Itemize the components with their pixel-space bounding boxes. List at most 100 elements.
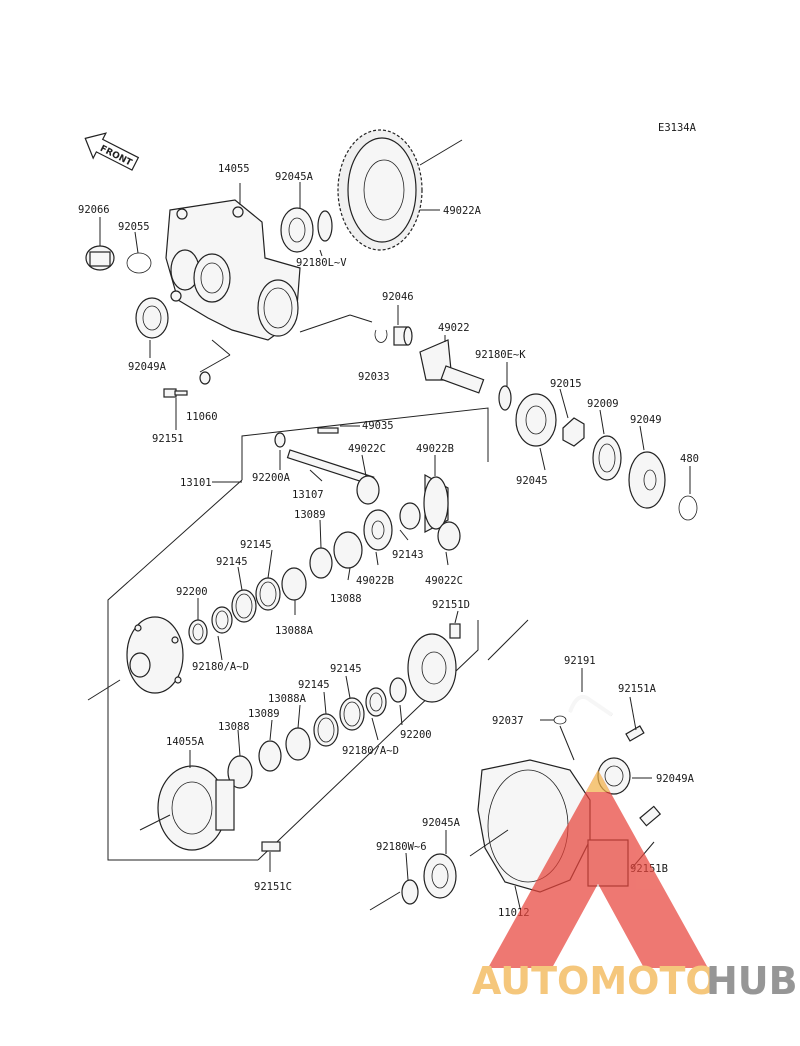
side-gear-49022b-top xyxy=(423,473,449,533)
bolt-92151d xyxy=(449,623,461,639)
label-92046: 92046 xyxy=(382,291,414,303)
label-49022b-mid: 49022B xyxy=(356,575,394,587)
washer-13089-top xyxy=(309,547,333,579)
automotohub-watermark: AUTOMOTO HUB xyxy=(472,770,798,1003)
label-92180ad-right: 92180/A~D xyxy=(342,745,399,757)
bolt-92151 xyxy=(163,388,188,398)
diagram-ref-code: E3134A xyxy=(658,122,697,134)
label-92037: 92037 xyxy=(492,715,524,727)
label-49022: 49022 xyxy=(438,322,470,334)
clamp-92037 xyxy=(553,715,567,725)
breather-hose-92191 xyxy=(568,695,614,717)
plate-13088a-low xyxy=(285,727,311,761)
circlip-92033 xyxy=(374,329,388,343)
bolt-92151a xyxy=(625,725,645,742)
needle-bearing-92046 xyxy=(393,326,413,346)
shim-92200-left xyxy=(188,619,208,645)
bolt-92151c xyxy=(261,841,281,852)
top-leader-lines xyxy=(99,139,691,494)
diff-case-left xyxy=(126,616,184,694)
label-49035: 49035 xyxy=(362,420,394,432)
label-11060: 11060 xyxy=(186,411,218,423)
ring-gear-49022a xyxy=(337,129,423,251)
label-92055: 92055 xyxy=(118,221,150,233)
shim-92200-right xyxy=(389,677,407,703)
part-labels: 14055 92045A 49022A 92066 92055 92180L~V… xyxy=(78,163,699,919)
label-92049a-bot: 92049A xyxy=(656,773,695,785)
watermark-text-hub: HUB xyxy=(706,959,798,1003)
label-92049: 92049 xyxy=(630,414,662,426)
label-13088a-low: 13088A xyxy=(268,693,307,705)
shim-92180ad-right xyxy=(365,687,387,717)
gear-case-housing xyxy=(165,199,301,341)
label-13101: 13101 xyxy=(180,477,212,489)
ring-92145-a xyxy=(255,577,281,611)
label-92151a: 92151A xyxy=(618,683,657,695)
diff-case-right xyxy=(407,633,457,703)
label-13088-low: 13088 xyxy=(218,721,250,733)
label-92033: 92033 xyxy=(358,371,390,383)
label-49022b-top: 49022B xyxy=(416,443,454,455)
label-49022a: 49022A xyxy=(443,205,482,217)
label-92151: 92151 xyxy=(152,433,184,445)
label-13089-low: 13089 xyxy=(248,708,280,720)
oil-seal-92049 xyxy=(628,451,666,509)
washer-13089-low xyxy=(258,740,282,772)
ring-92145-c xyxy=(339,697,365,731)
label-49022c-mid: 49022C xyxy=(425,575,463,587)
spacer-92143 xyxy=(399,502,421,530)
housing-14055a xyxy=(157,765,235,851)
label-92200a: 92200A xyxy=(252,472,291,484)
middle-leader-lines xyxy=(139,425,459,872)
label-92180w: 92180W~6 xyxy=(376,841,427,853)
shim-92180ad-left xyxy=(211,606,233,634)
bearing-92045a-bot xyxy=(423,853,457,899)
label-92145-d: 92145 xyxy=(298,679,330,691)
cap-92066 xyxy=(85,245,115,271)
label-14055: 14055 xyxy=(218,163,250,175)
oil-seal-92049a xyxy=(135,297,169,339)
pinion-gear-49022c-mid xyxy=(437,521,461,551)
label-92145-a: 92145 xyxy=(240,539,272,551)
circlip-480 xyxy=(678,495,698,521)
label-92151c: 92151C xyxy=(254,881,292,893)
label-92200-right: 92200 xyxy=(400,729,432,741)
label-92045a-bot: 92045A xyxy=(422,817,461,829)
label-92151d: 92151D xyxy=(432,599,470,611)
ring-92145-b xyxy=(231,589,257,623)
label-13089-top: 13089 xyxy=(294,509,326,521)
washer-11060 xyxy=(199,371,211,385)
label-92200-left: 92200 xyxy=(176,586,208,598)
label-14055a: 14055A xyxy=(166,736,205,748)
watermark-triangle-logo-icon xyxy=(488,770,708,968)
label-13107: 13107 xyxy=(292,489,324,501)
label-92045: 92045 xyxy=(516,475,548,487)
label-92180e: 92180E~K xyxy=(475,349,526,361)
label-92180ad-left: 92180/A~D xyxy=(192,661,249,673)
label-92145-c: 92145 xyxy=(330,663,362,675)
washer-92200a xyxy=(274,432,286,448)
label-92191: 92191 xyxy=(564,655,596,667)
bearing-92045 xyxy=(515,393,557,447)
watermark-text-automoto: AUTOMOTO xyxy=(472,959,718,1003)
plate-13088-top xyxy=(333,531,363,569)
shim-92180l xyxy=(317,210,333,242)
label-92066: 92066 xyxy=(78,204,110,216)
ring-nut-92009 xyxy=(592,435,622,481)
plate-13088a-top xyxy=(281,567,307,601)
label-480: 480 xyxy=(680,453,699,465)
bearing-92045a xyxy=(280,207,314,253)
label-92143: 92143 xyxy=(392,549,424,561)
assembly-outline-13101 xyxy=(87,407,529,861)
bolt-92151b xyxy=(639,805,662,827)
nut-92015 xyxy=(562,417,585,447)
ring-92145-d xyxy=(313,713,339,747)
label-92009: 92009 xyxy=(587,398,619,410)
shim-92180e xyxy=(498,385,512,411)
pinion-gear-49022c-top xyxy=(356,475,380,505)
label-92145-b: 92145 xyxy=(216,556,248,568)
pinion-gear-49022 xyxy=(419,339,485,394)
label-13088-top: 13088 xyxy=(330,593,362,605)
label-92015: 92015 xyxy=(550,378,582,390)
